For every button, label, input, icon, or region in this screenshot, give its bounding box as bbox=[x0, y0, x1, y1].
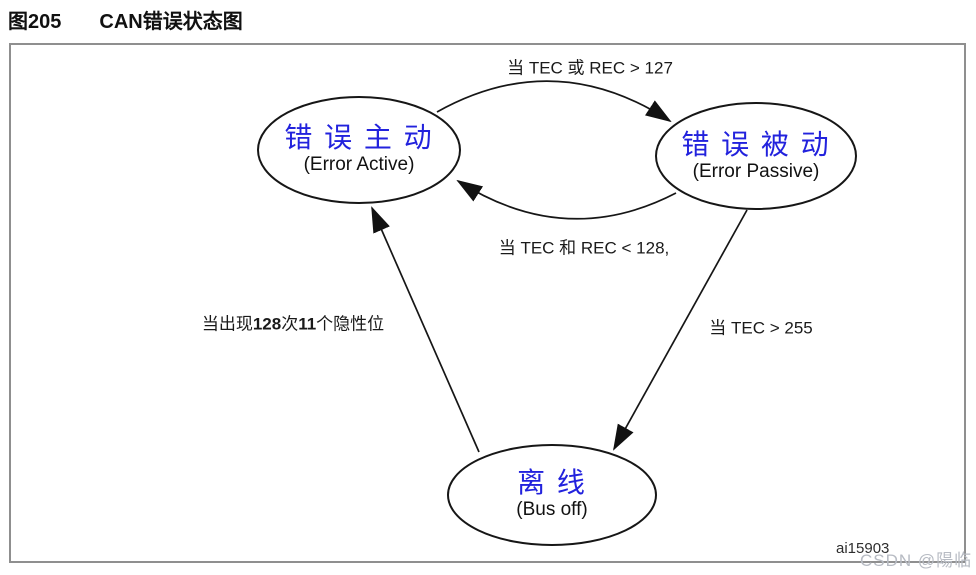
label-text: 次 bbox=[281, 314, 299, 334]
arrow-passive-to-busoff bbox=[613, 209, 748, 451]
label-text: 当出现 bbox=[201, 314, 253, 334]
figure-title: CAN错误状态图 bbox=[99, 11, 243, 33]
arrow-passive-to-active bbox=[456, 179, 677, 220]
state-name-en: (Bus off) bbox=[516, 499, 588, 521]
state-ellipse-error-active bbox=[257, 96, 461, 204]
transition-label-passive-to-active: 当 TEC 和 REC < 128, bbox=[498, 238, 670, 258]
state-name-en: (Error Passive) bbox=[692, 161, 820, 183]
state-label-error-active: 错 误 主 动 (Error Active) bbox=[284, 122, 433, 176]
state-ellipse-bus-off bbox=[447, 444, 657, 546]
arrow-busoff-to-active bbox=[371, 206, 480, 453]
state-name-cn: 错 误 主 动 bbox=[284, 121, 434, 153]
csdn-watermark: CSDN @陽临 bbox=[860, 551, 973, 570]
figure-source-id: ai15903 bbox=[836, 540, 890, 557]
label-text: 个隐性位 bbox=[316, 314, 385, 334]
state-ellipse-error-passive bbox=[655, 102, 857, 210]
state-name-en: (Error Active) bbox=[303, 154, 415, 176]
state-label-error-passive: 错 误 被 动 (Error Passive) bbox=[681, 129, 830, 183]
state-name-cn: 错 误 被 动 bbox=[681, 128, 831, 160]
transition-label-active-to-passive: 当 TEC 或 REC > 127 bbox=[507, 58, 673, 78]
arrow-active-to-passive bbox=[436, 80, 672, 123]
transition-label-passive-to-busoff: 当 TEC > 255 bbox=[709, 318, 813, 338]
figure-number: 图205 bbox=[8, 11, 62, 33]
state-label-bus-off: 离 线 (Bus off) bbox=[516, 467, 587, 521]
figure-caption: 图205 CAN错误状态图 bbox=[8, 5, 243, 34]
label-number-11: 11 bbox=[298, 314, 317, 334]
label-number-128: 128 bbox=[252, 314, 282, 334]
state-name-cn: 离 线 bbox=[517, 466, 587, 498]
transition-label-busoff-to-active: 当出现128次11个隐性位 bbox=[202, 310, 384, 335]
